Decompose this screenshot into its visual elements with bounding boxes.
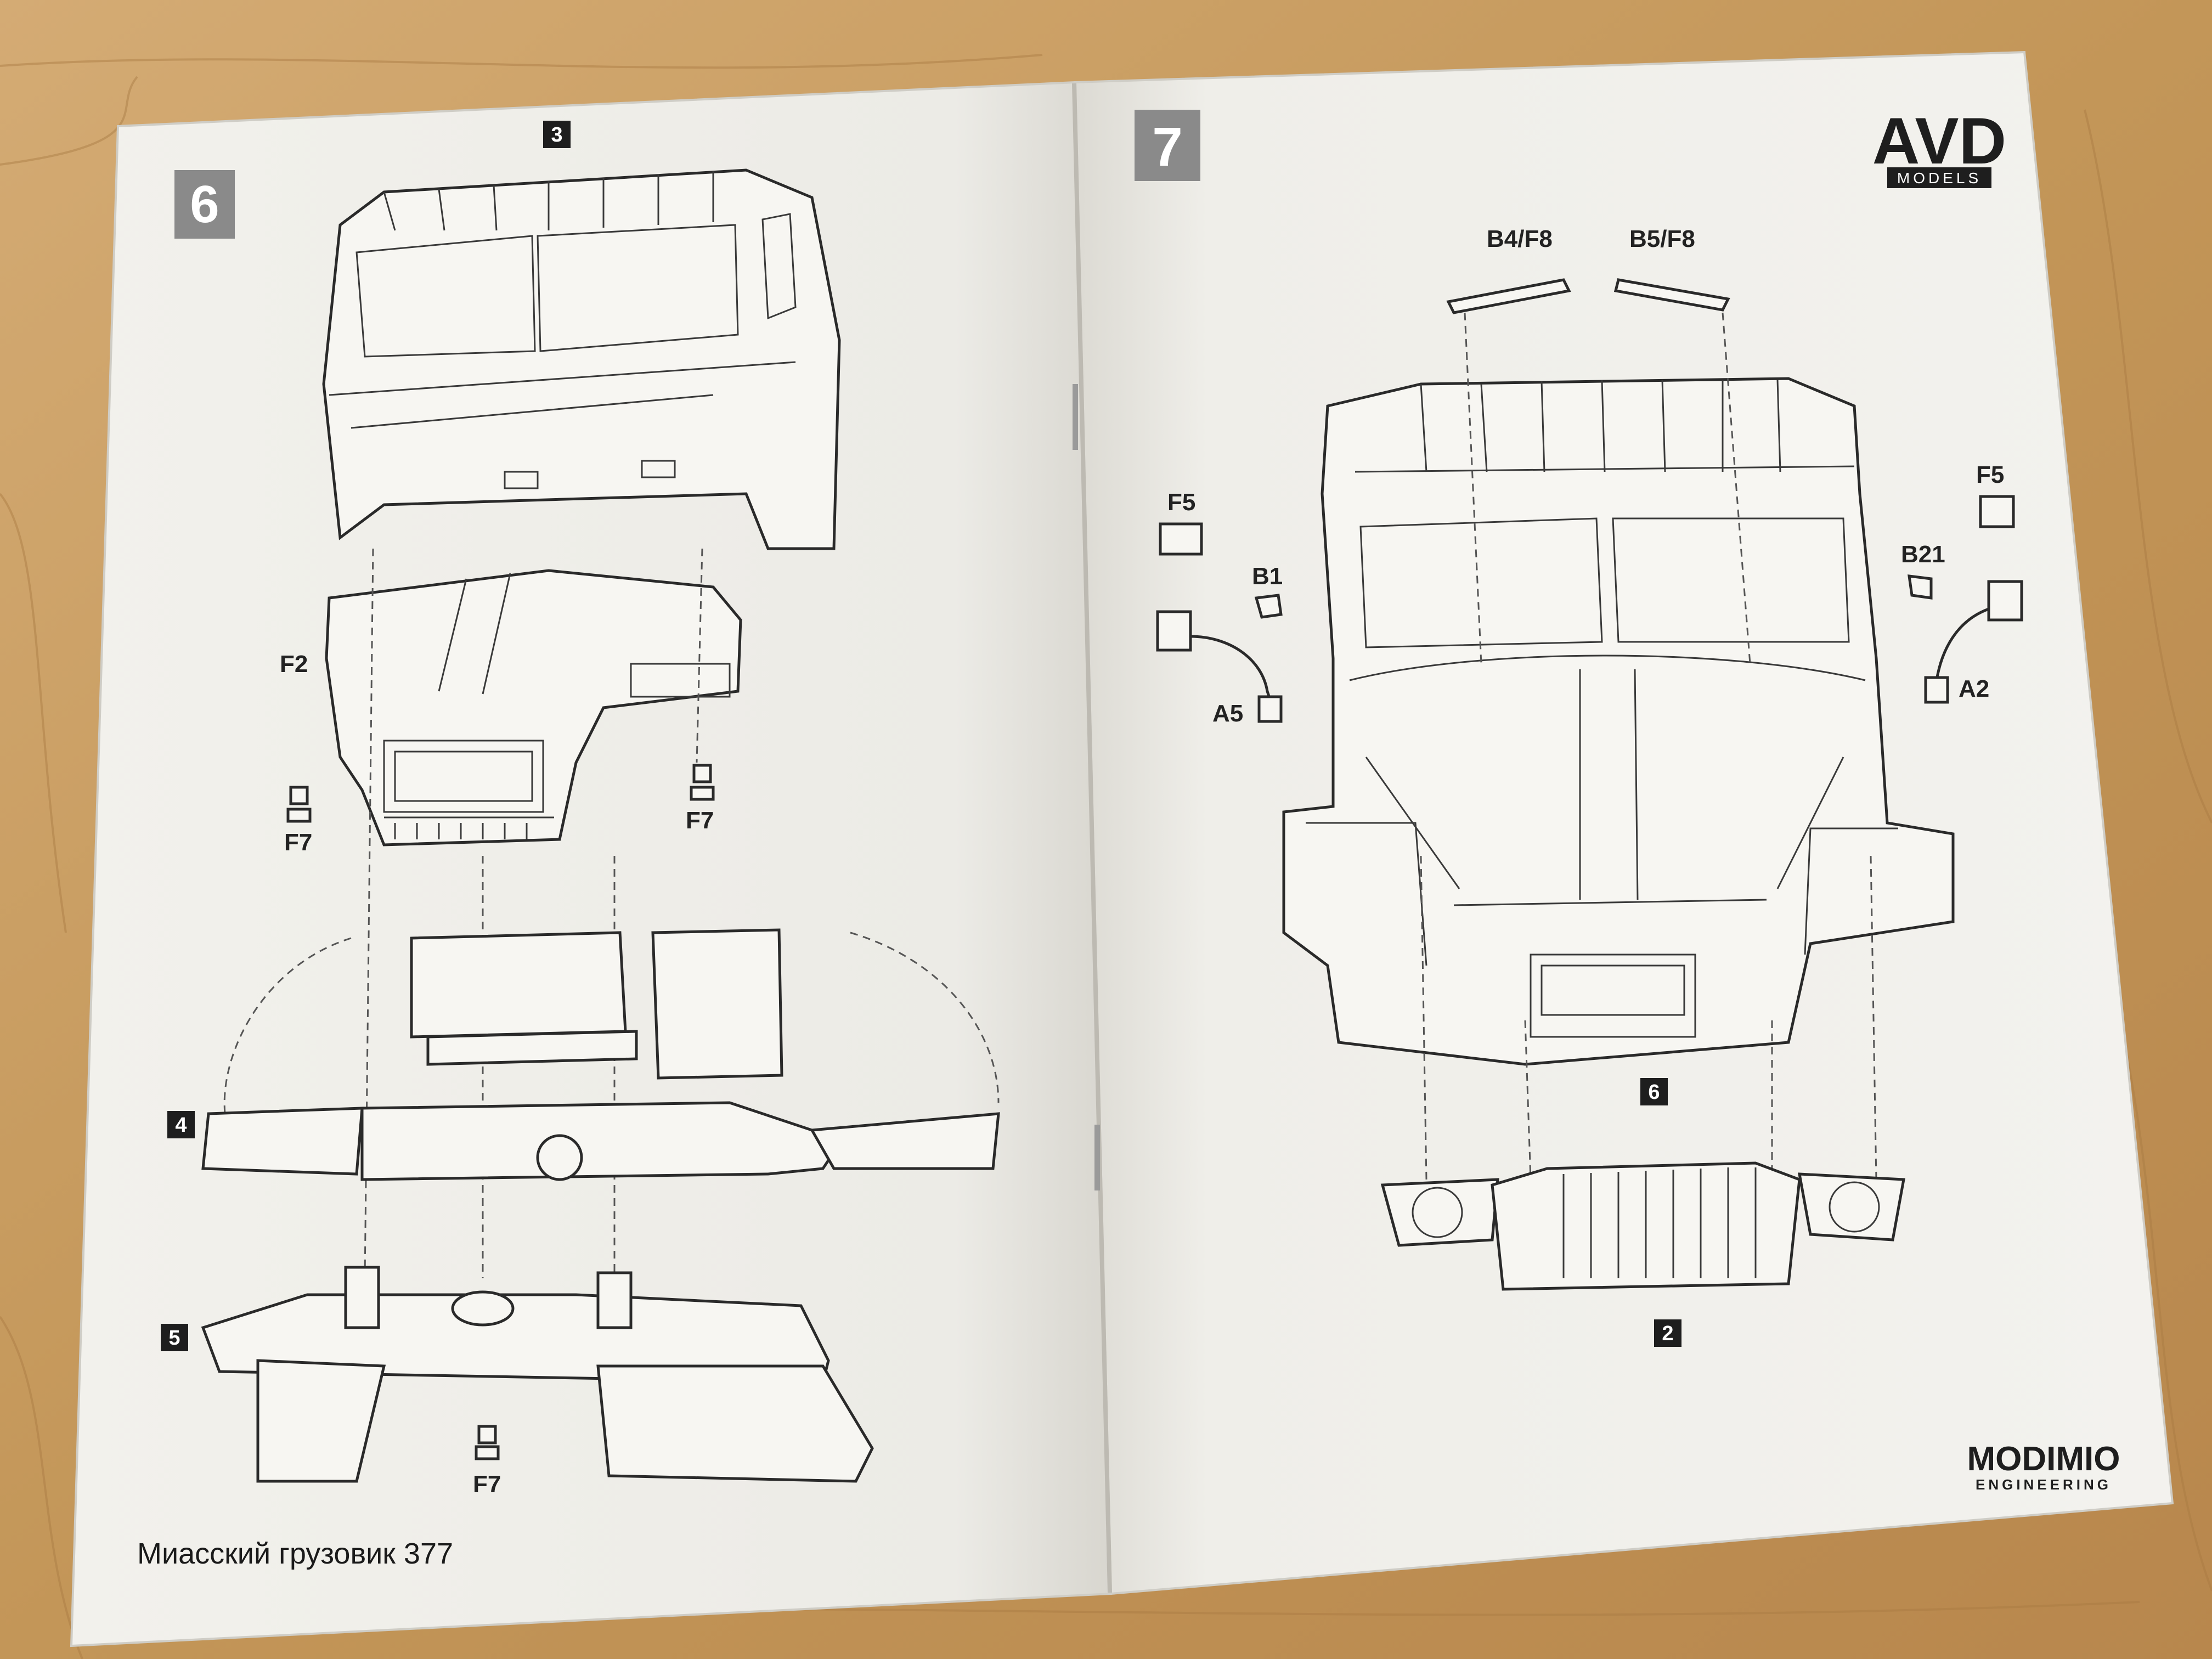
avd-logo: AVD MODELS (1872, 104, 2006, 188)
assembly-guides-right (1420, 312, 1877, 1180)
footer-title: Миасский грузовик 377 (137, 1537, 453, 1570)
modimio-logo-text: MODIMIO (1967, 1440, 2120, 1478)
callout-f5-left: F5 (1167, 489, 1195, 516)
callout-b4-f8: B4/F8 (1487, 225, 1553, 252)
step-number-right: 7 (1152, 116, 1183, 178)
hood-drawing-left (325, 569, 742, 847)
screw-f7-bottom (475, 1425, 500, 1460)
floor-drawing (201, 928, 1000, 1181)
staple-top (1073, 384, 1078, 450)
bumper-drawing (1380, 1161, 1905, 1291)
staple-bottom (1094, 1125, 1100, 1190)
mirror-left (1156, 610, 1283, 723)
part-b1 (1254, 594, 1283, 619)
modimio-logo-sub: ENGINEERING (1976, 1476, 2112, 1493)
part-tag-bumper (1654, 1319, 1681, 1347)
part-f5-left (1159, 522, 1203, 556)
truck-front-drawing (1282, 377, 1955, 1066)
part-tag-floor (167, 1111, 195, 1138)
frame-drawing (201, 1266, 874, 1483)
mirror-right (1924, 580, 2023, 704)
callout-a5: A5 (1212, 700, 1243, 727)
cab-drawing (322, 168, 841, 550)
callout-f7-left: F7 (284, 829, 312, 856)
callout-b21: B21 (1901, 541, 1945, 568)
part-tag-cab (543, 121, 571, 148)
part-number-frame: 5 (168, 1327, 180, 1350)
callout-b1: B1 (1252, 563, 1283, 590)
callout-f7-bottom: F7 (473, 1471, 501, 1498)
wiper-left (1446, 278, 1571, 314)
part-number-hood: 6 (1648, 1081, 1660, 1104)
step-badge-left (174, 170, 235, 239)
avd-logo-sub: MODELS (1897, 170, 1982, 187)
wiper-right (1613, 278, 1730, 312)
callout-f7-right: F7 (686, 807, 714, 834)
screw-f7-right (690, 764, 715, 801)
callout-a2: A2 (1959, 675, 1989, 702)
step-badge-right (1135, 110, 1200, 181)
part-tag-hood (1640, 1078, 1668, 1105)
part-number-floor: 4 (175, 1114, 187, 1137)
callout-b5-f8: B5/F8 (1629, 225, 1695, 252)
part-f5-right (1979, 495, 2015, 528)
callout-f5-right: F5 (1976, 461, 2004, 488)
step-number-left: 6 (190, 175, 219, 234)
part-number-cab: 3 (551, 123, 562, 146)
part-tag-frame (161, 1324, 188, 1351)
spine-shadow (1072, 83, 1112, 1593)
part-number-bumper: 2 (1662, 1322, 1673, 1345)
callout-f2: F2 (280, 651, 308, 678)
part-b21 (1908, 574, 1933, 600)
avd-logo-text: AVD (1872, 104, 2006, 178)
screw-f7-left (286, 786, 312, 823)
